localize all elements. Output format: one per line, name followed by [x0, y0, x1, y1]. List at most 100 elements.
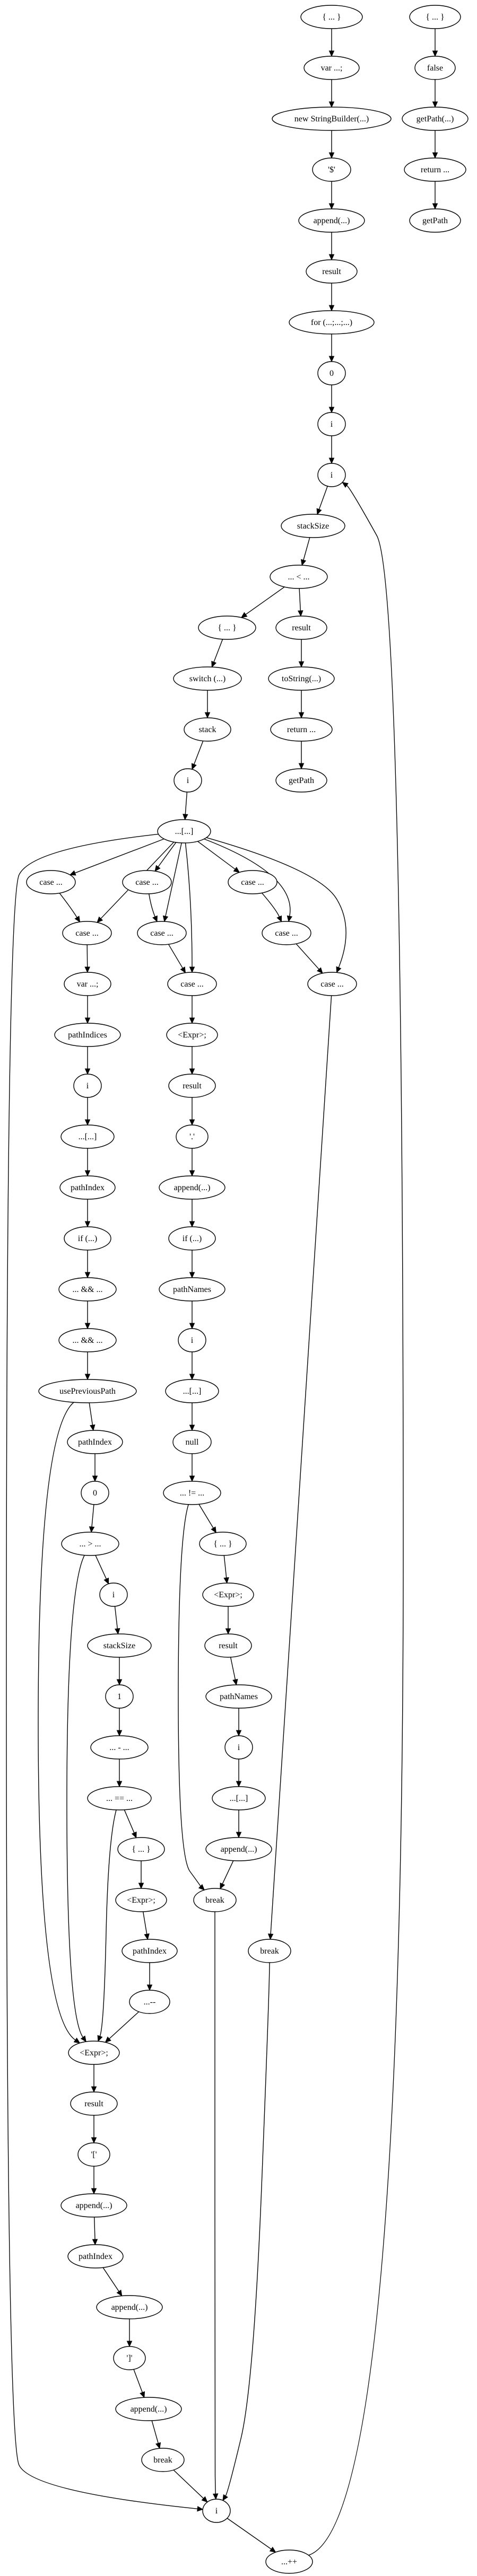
graph-node-n20: i: [174, 768, 202, 793]
graph-node-a23: result: [70, 2091, 118, 2116]
edge-c2-to-a1: [84, 944, 90, 973]
graph-node-g3: getPath(...): [402, 107, 469, 131]
node-ellipse: [404, 157, 466, 182]
edge-b5-to-b6: [189, 1250, 195, 1279]
node-ellipse: [281, 514, 345, 538]
edge-n21-to-c4: [162, 842, 182, 922]
edge-line: [168, 944, 183, 969]
edge-b16-to-b17: [236, 1810, 242, 1839]
edge-a9-to-a22: [38, 1402, 81, 2044]
edge-a3-to-a4: [84, 1097, 91, 1126]
node-ellipse: [163, 1481, 221, 1505]
node-label: pathIndex: [78, 1438, 112, 1447]
graph-node-a29: append(...): [115, 2397, 182, 2421]
arrowhead-icon: [97, 2035, 103, 2042]
node-ellipse: [141, 2448, 185, 2472]
node-ellipse: [81, 1481, 109, 1505]
arrowhead-icon: [84, 1170, 91, 1177]
edge-b6-to-b7: [189, 1301, 195, 1330]
node-label: getPath: [422, 216, 448, 225]
edge-b13-to-b14: [230, 1657, 238, 1686]
arrowhead-icon: [328, 458, 335, 464]
node-ellipse: [122, 870, 172, 894]
edge-a30-to-e1: [173, 2469, 208, 2503]
node-ellipse: [90, 1735, 149, 1760]
edge-b3-to-b4: [189, 1148, 195, 1177]
edge-line: [94, 2217, 96, 2240]
edge-b4-to-b5: [189, 1199, 195, 1228]
node-label: i: [191, 1336, 194, 1345]
node-ellipse: [73, 1074, 102, 1098]
arrowhead-icon: [328, 254, 335, 261]
arrowhead-icon: [204, 712, 211, 719]
node-ellipse: [62, 921, 112, 945]
edge-n21-to-c1: [69, 838, 164, 876]
edge-d1-to-e1: [222, 1962, 270, 2501]
edge-n1-to-n2: [328, 29, 335, 57]
arrowhead-icon: [328, 101, 335, 108]
graph-node-n4: '$': [312, 157, 351, 182]
graph-node-n9: i: [317, 412, 346, 436]
graph-node-n3: new StringBuilder(...): [272, 107, 392, 131]
edge-a6-to-a7: [84, 1250, 91, 1279]
node-ellipse: [99, 1582, 128, 1607]
node-label: <Expr>;: [127, 1896, 155, 1905]
arrowhead-icon: [140, 2391, 145, 2398]
arrowhead-icon: [189, 1374, 195, 1381]
graph-node-b10: ... != ...: [163, 1481, 221, 1505]
edge-c4-to-c5: [168, 944, 186, 973]
arrowhead-icon: [146, 1984, 153, 1991]
arrowhead-icon: [131, 1831, 137, 1839]
node-label: stackSize: [297, 522, 329, 531]
node-label: stackSize: [103, 1641, 135, 1650]
graph-node-n14: result: [275, 616, 327, 640]
node-label: <Expr>;: [80, 2049, 108, 2058]
node-label: { ... }: [132, 1845, 150, 1854]
arrowhead-icon: [154, 865, 161, 872]
edge-n7-to-n8: [328, 334, 335, 363]
node-label: ...[...]: [230, 1794, 248, 1803]
graph-node-c4: case ...: [137, 921, 187, 945]
arrowhead-icon: [232, 1678, 238, 1686]
arrowhead-icon: [432, 152, 438, 159]
node-ellipse: [87, 1786, 152, 1810]
arrowhead-icon: [328, 50, 335, 57]
edge-line: [194, 741, 204, 765]
graph-node-n7: for (...;...;...): [289, 310, 375, 335]
node-label: case ...: [75, 929, 99, 938]
arrowhead-icon: [74, 916, 81, 922]
node-label: append(...): [76, 2201, 112, 2210]
graph-node-a20: pathIndex: [122, 1939, 178, 1963]
graph-node-a30: break: [141, 2448, 185, 2472]
node-label: pathIndex: [71, 1183, 105, 1192]
arrowhead-icon: [97, 916, 103, 923]
edge-e1-to-e2: [227, 2518, 276, 2553]
edge-b18-to-e1: [212, 1912, 219, 2500]
arrowhead-icon: [84, 1374, 91, 1381]
node-label: pathNames: [220, 1692, 258, 1701]
node-label: return ...: [287, 725, 316, 734]
edge-b10-to-b11: [198, 1504, 216, 1533]
graph-node-b7: i: [178, 1328, 206, 1352]
node-label: getPath: [289, 776, 314, 785]
arrowhead-icon: [432, 101, 438, 108]
edge-a26-to-a27: [102, 2267, 123, 2297]
edge-a2-to-a3: [84, 1047, 91, 1075]
graph-node-n8: 0: [317, 361, 346, 385]
graph-node-a24: '[': [77, 2142, 110, 2167]
arrowhead-icon: [89, 1526, 95, 1533]
node-ellipse: [300, 5, 363, 29]
node-ellipse: [58, 1328, 117, 1352]
node-label: ...[...]: [175, 827, 194, 836]
edge-line: [213, 639, 223, 663]
node-label: i: [331, 471, 333, 480]
arrowhead-icon: [316, 508, 322, 515]
arrowhead-icon: [91, 2086, 97, 2093]
node-ellipse: [265, 2549, 313, 2574]
node-ellipse: [275, 616, 327, 640]
graph-node-a17: ... == ...: [87, 1786, 152, 1810]
edge-b9-to-b10: [189, 1454, 195, 1482]
edge-a24-to-a25: [91, 2166, 97, 2195]
edge-line: [114, 1606, 118, 1629]
node-label: break: [260, 1947, 279, 1956]
